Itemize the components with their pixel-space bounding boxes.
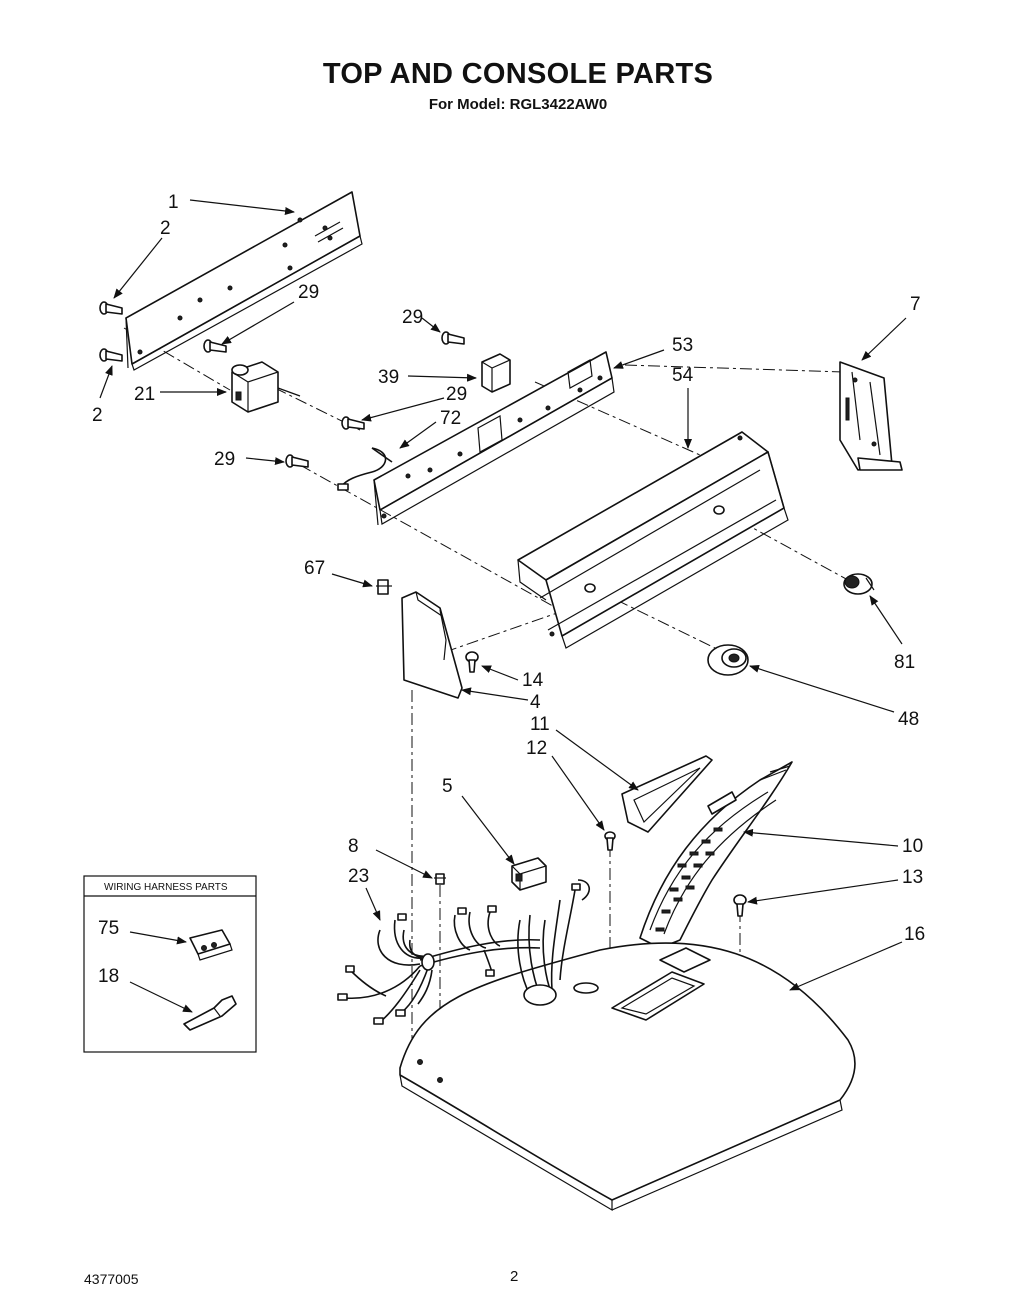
callout-1: 1 [168,192,179,213]
callout-7: 7 [910,294,921,315]
screw-part-29-c [341,416,365,430]
screw-part-14 [465,651,479,673]
callout-21: 21 [134,384,155,405]
callout-12: 12 [526,738,547,759]
callout-54: 54 [672,365,694,386]
callout-2-lower: 2 [92,405,103,426]
side-bracket-part-4 [401,591,463,699]
lens-part-11 [621,755,713,833]
clip-part-67 [376,579,392,595]
screw-part-29-d [285,454,309,468]
callout-53: 53 [672,335,693,356]
screw-part-2-upper [99,301,123,315]
screw-part-12 [604,831,616,851]
callout-72: 72 [440,408,461,429]
callout-18: 18 [98,966,119,987]
callout-81: 81 [894,652,915,673]
callout-39: 39 [378,367,399,388]
callout-75: 75 [98,918,119,939]
screw-part-2-lower [99,348,123,362]
wiring-harness-inset: WIRING HARNESS PARTS [83,875,257,1053]
vent-grille-part-10 [639,761,793,949]
callout-29-d: 29 [214,449,235,470]
screw-part-13 [733,894,747,917]
callout-4: 4 [530,692,541,713]
vent-slots [655,827,723,932]
screw-part-29-b [441,331,465,345]
leader-arrows [99,199,907,1013]
callout-67: 67 [304,558,325,579]
terminal-part-18 [183,995,237,1031]
callout-8: 8 [348,836,359,857]
page-number: 2 [510,1268,519,1285]
console-part-54 [517,431,789,649]
model-subtitle: For Model: RGL3422AW0 [428,96,608,113]
document-number: 4377005 [84,1271,139,1287]
connector-part-75 [189,929,233,961]
clip-part-8 [434,873,446,885]
top-panel-part-16 [399,942,856,1212]
knob-part-81 [843,573,875,595]
callout-labels: 1 2 2 29 21 29 39 29 72 29 53 54 7 67 14… [92,192,925,987]
terminal-block-part-5 [511,857,547,891]
callout-23: 23 [348,866,369,887]
callout-16: 16 [904,924,925,945]
callout-29-b: 29 [402,307,423,328]
knob-part-48 [707,644,749,676]
callout-5: 5 [442,776,453,797]
switch-part-39 [481,353,511,393]
wiring-harness-part-23 [337,879,590,1025]
inset-title: WIRING HARNESS PARTS [104,882,228,893]
callout-11: 11 [530,714,550,735]
callout-48: 48 [898,709,919,730]
screw-part-29-a [203,339,227,353]
wire-lead-part-72 [337,447,393,491]
console-bracket-part-53 [373,351,615,526]
callout-29-a: 29 [298,282,319,303]
callout-29-c: 29 [446,384,467,405]
rear-panel-part-1 [125,191,363,371]
callout-13: 13 [902,867,923,888]
page-title: TOP AND CONSOLE PARTS [322,58,714,90]
callout-2-upper: 2 [160,218,171,239]
callout-10: 10 [902,836,923,857]
timer-switch-part-21 [231,361,301,413]
callout-14: 14 [522,670,544,691]
end-cap-part-7 [839,361,903,471]
